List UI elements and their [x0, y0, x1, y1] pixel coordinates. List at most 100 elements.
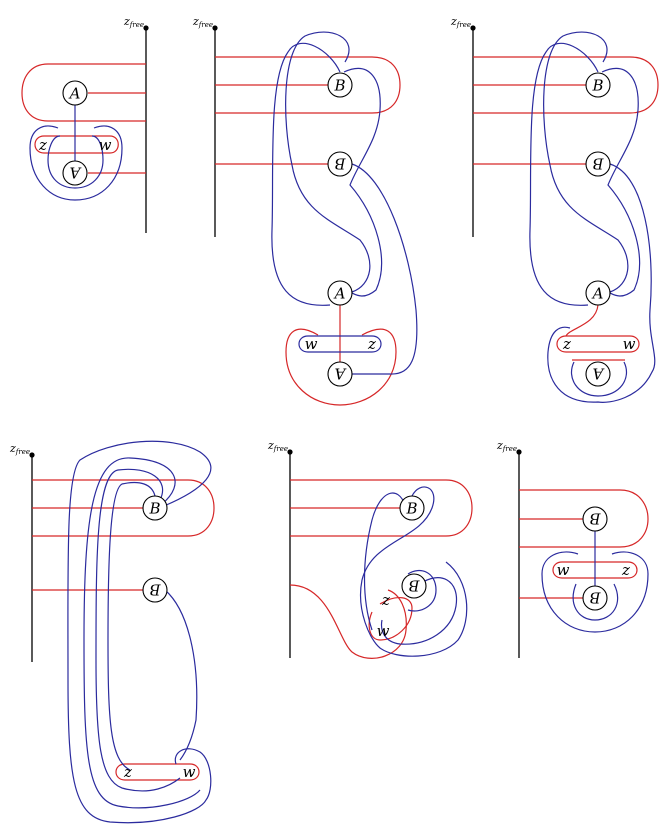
node-label-flipped: B — [408, 577, 420, 595]
red-loop — [473, 56, 659, 114]
basepoint-dot — [470, 25, 476, 31]
red-loop — [215, 56, 401, 114]
node-circle — [585, 72, 611, 98]
blue-loop-2 — [95, 468, 181, 792]
basepoint-label: zfree — [9, 442, 30, 456]
node-circle — [327, 280, 353, 306]
marker-label: z — [562, 335, 571, 353]
basepoint-label: zfree — [267, 439, 288, 453]
blue-loop-inner — [572, 583, 619, 621]
node-circle — [585, 361, 611, 387]
marker-label: w — [305, 335, 318, 353]
blue-loop-right — [351, 163, 418, 375]
node-label: B — [148, 500, 160, 518]
blue-marker-loop — [298, 335, 382, 353]
node-circle — [62, 160, 88, 186]
node-label-flipped: A — [592, 365, 605, 383]
blue-loop-inner — [543, 31, 629, 293]
blue-loop-outer — [29, 125, 123, 201]
node-label-flipped: A — [334, 365, 347, 383]
marker-label: w — [99, 136, 112, 154]
panel-6: zfree B B w z — [496, 439, 649, 658]
node-label: A — [68, 85, 81, 103]
node-circle — [399, 495, 425, 521]
blue-loop-4 — [67, 440, 212, 824]
red-marker-loop — [368, 597, 413, 641]
node-label: B — [333, 77, 345, 95]
red-loop — [21, 63, 146, 122]
basepoint-label: zfree — [496, 439, 517, 453]
blue-loop-3 — [83, 457, 201, 809]
node-label-flipped: B — [592, 155, 604, 173]
node-label-flipped: B — [149, 581, 161, 599]
marker-label: z — [38, 136, 47, 154]
marker-label: w — [623, 335, 636, 353]
basepoint-label: zfree — [192, 15, 213, 29]
red-chord-bent — [565, 304, 599, 337]
node-circle — [585, 280, 611, 306]
blue-loop-lower — [570, 361, 628, 397]
panel-1: zfree A A z w — [21, 15, 149, 233]
marker-label: z — [381, 591, 390, 609]
basepoint-dot — [287, 449, 293, 455]
node-label: B — [591, 77, 603, 95]
panel-5: zfree B B z w — [267, 439, 473, 659]
node-circle — [142, 577, 168, 603]
node-circle — [142, 495, 168, 521]
red-loop-lower — [285, 328, 397, 406]
basepoint-dot — [516, 449, 522, 455]
marker-label: w — [377, 622, 390, 640]
panel-4: zfree B B z w — [9, 440, 215, 824]
red-loop — [32, 479, 215, 537]
blue-loop-1 — [360, 486, 468, 657]
node-circle — [582, 506, 608, 532]
blue-loop-1 — [107, 481, 156, 771]
blue-loop-right — [164, 589, 198, 761]
blue-loop-outer — [529, 42, 599, 306]
basepoint-label: zfree — [123, 15, 144, 29]
red-marker-loop — [115, 763, 200, 781]
red-curve-lower — [289, 584, 407, 659]
marker-label: z — [367, 335, 376, 353]
node-label: A — [333, 285, 346, 303]
node-circle — [585, 151, 611, 177]
marker-label: z — [621, 561, 630, 579]
node-circle — [327, 151, 353, 177]
basepoint-dot — [29, 452, 35, 458]
marker-label: z — [123, 763, 132, 781]
node-circle — [327, 361, 353, 387]
blue-loop-inner — [47, 135, 104, 189]
node-label-flipped: B — [334, 155, 346, 173]
basepoint-dot — [143, 25, 149, 31]
marker-label: w — [183, 763, 196, 781]
red-marker-loop — [556, 335, 640, 353]
node-label-flipped: A — [69, 164, 82, 182]
blue-loop-2 — [363, 492, 406, 631]
blue-loop-inner — [407, 569, 437, 612]
marker-label: w — [557, 561, 570, 579]
blue-loop-right — [547, 163, 656, 403]
red-loop — [290, 479, 473, 537]
blue-loop-outer — [271, 42, 341, 306]
node-circle — [582, 585, 608, 611]
node-label: B — [405, 500, 417, 518]
red-marker-loop — [552, 561, 638, 579]
node-label-flipped: B — [589, 589, 601, 607]
node-circle — [62, 80, 88, 106]
red-marker-loop — [34, 135, 119, 154]
panel-2: zfree B B A A w z — [192, 15, 418, 406]
basepoint-dot — [212, 25, 218, 31]
node-label: A — [591, 285, 604, 303]
blue-loop-inner — [285, 31, 371, 293]
blue-loop-mid — [601, 67, 641, 297]
node-circle — [401, 573, 427, 599]
blue-loop-mid — [343, 67, 383, 297]
node-circle — [327, 72, 353, 98]
basepoint-label: zfree — [450, 15, 471, 29]
blue-loop-outer — [541, 551, 649, 633]
node-label-flipped: B — [589, 510, 601, 528]
red-loop — [519, 489, 649, 548]
blue-loop-3 — [380, 577, 458, 645]
panel-3: zfree B B A A z w — [450, 15, 659, 403]
